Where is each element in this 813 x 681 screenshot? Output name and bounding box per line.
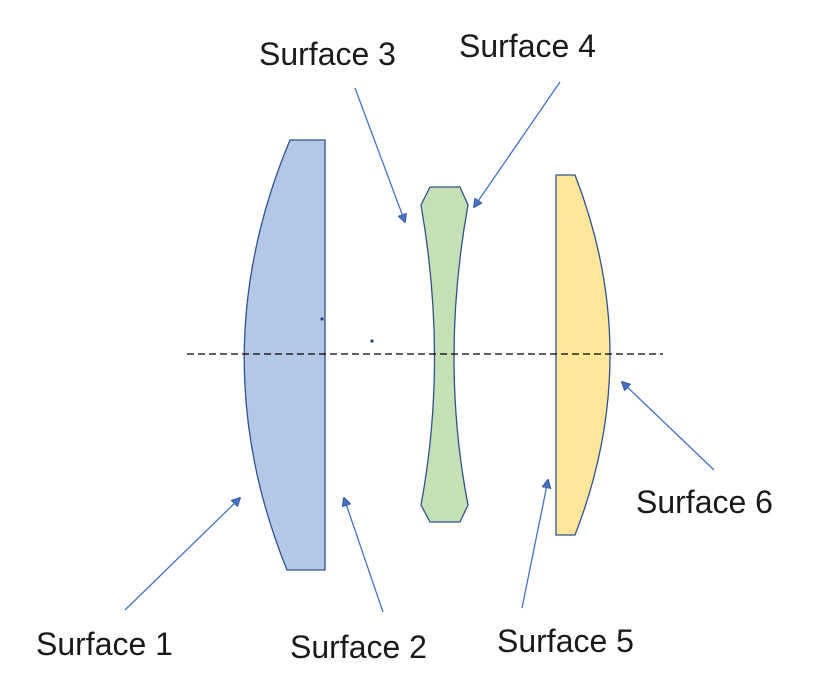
label-surface-2: Surface 2: [290, 629, 427, 665]
stray-mark: [320, 317, 324, 321]
label-surface-6: Surface 6: [636, 484, 773, 520]
arrow-surface-5: [521, 480, 548, 609]
arrow-surface-2: [344, 498, 384, 613]
label-surface-4: Surface 4: [459, 28, 596, 64]
label-surface-5: Surface 5: [497, 623, 634, 659]
label-surface-3: Surface 3: [259, 36, 396, 72]
label-surface-1: Surface 1: [36, 626, 173, 662]
lens-3: [555, 174, 611, 536]
lens-1: [243, 139, 326, 571]
arrow-surface-6: [622, 382, 715, 471]
stray-mark: [370, 339, 374, 343]
arrow-surface-3: [354, 87, 405, 222]
arrow-surface-4: [474, 81, 561, 207]
arrow-surface-1: [124, 498, 240, 611]
